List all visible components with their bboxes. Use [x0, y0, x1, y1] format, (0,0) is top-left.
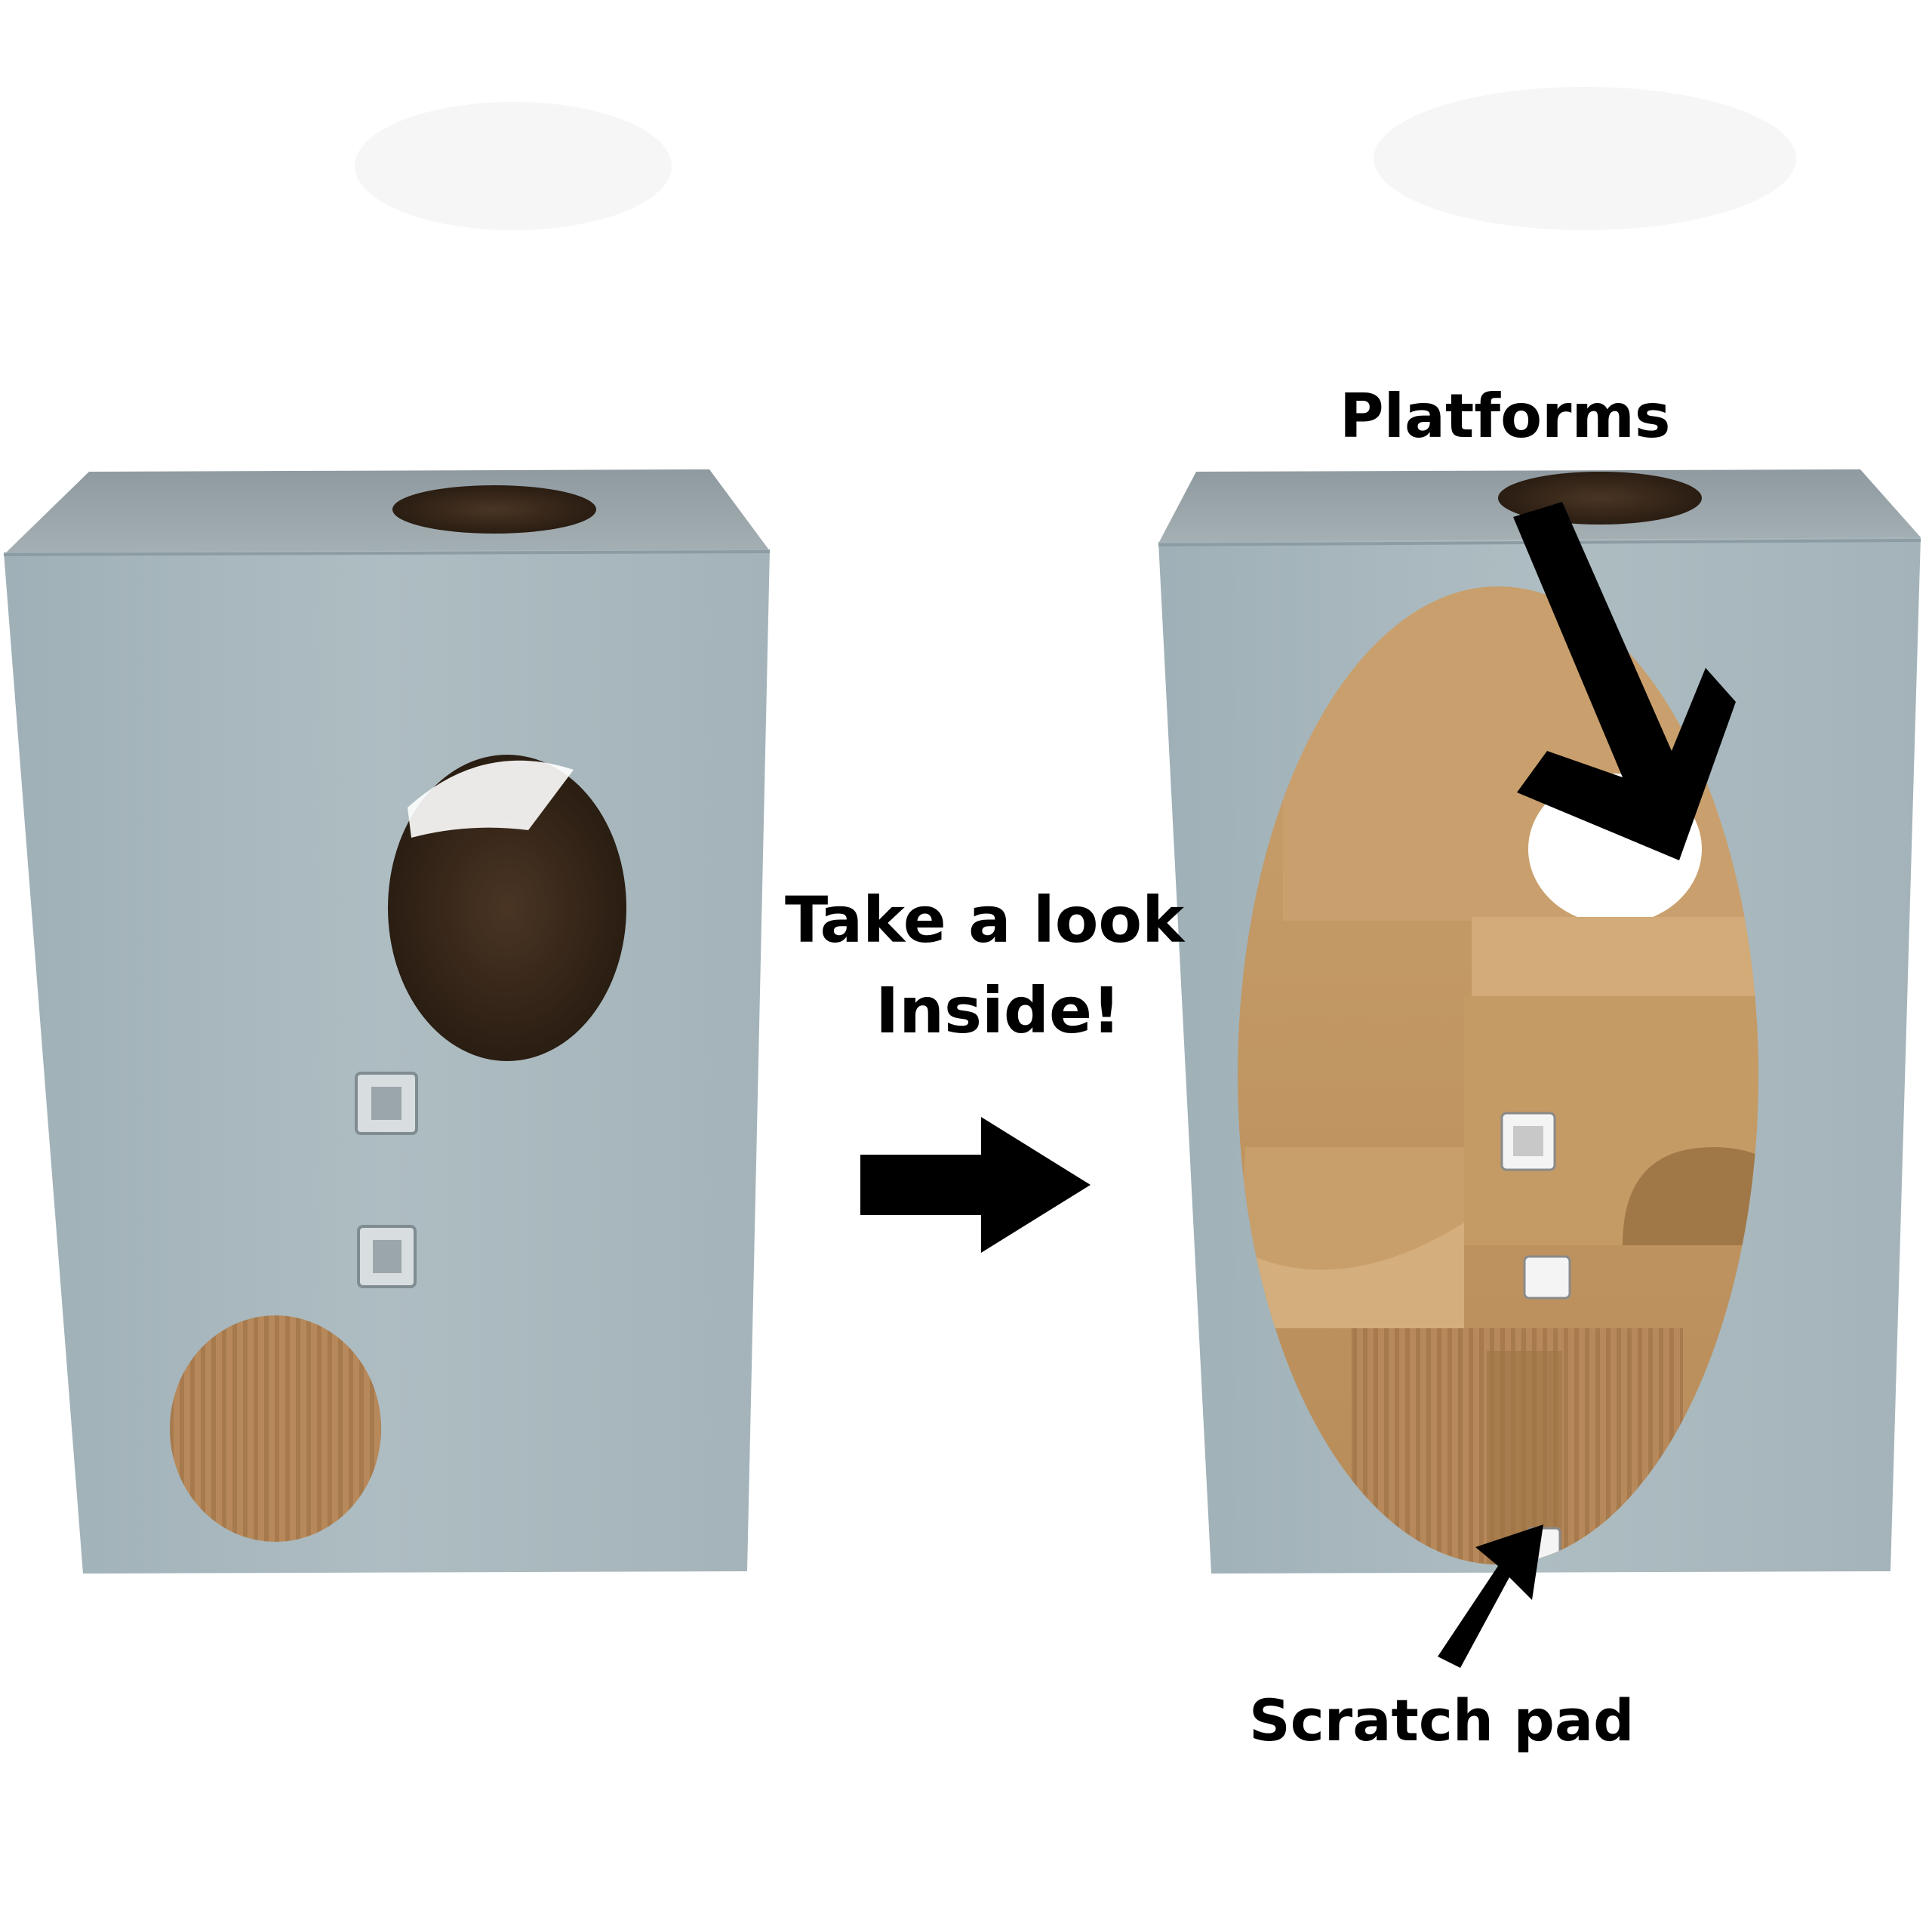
take-a-look-caption: Take a look: [785, 883, 1184, 957]
closed-box-top: [4, 469, 770, 555]
cutaway-box: [1158, 469, 1921, 1574]
background-smudge-right: [1374, 87, 1796, 230]
scratch-pad-caption: Scratch pad: [1249, 1687, 1635, 1754]
closed-box-body: [4, 549, 770, 1574]
interior-view: [1238, 586, 1758, 1564]
closed-box-lower-hole: [170, 1315, 381, 1542]
closed-box: [3, 469, 771, 1574]
background-smudge-left: [355, 102, 672, 230]
closed-box-upper-hole: [388, 755, 626, 1061]
interior-latch-2: [1523, 1255, 1571, 1300]
right-arrow-icon: [860, 1117, 1091, 1253]
platform-arch: [1623, 1147, 1758, 1245]
closed-box-top-hole: [392, 485, 596, 534]
inside-caption: Inside!: [875, 974, 1121, 1048]
down-right-arrow-icon: [1513, 502, 1736, 860]
platforms-caption: Platforms: [1340, 381, 1671, 451]
up-right-arrow-icon: [1438, 1524, 1543, 1668]
